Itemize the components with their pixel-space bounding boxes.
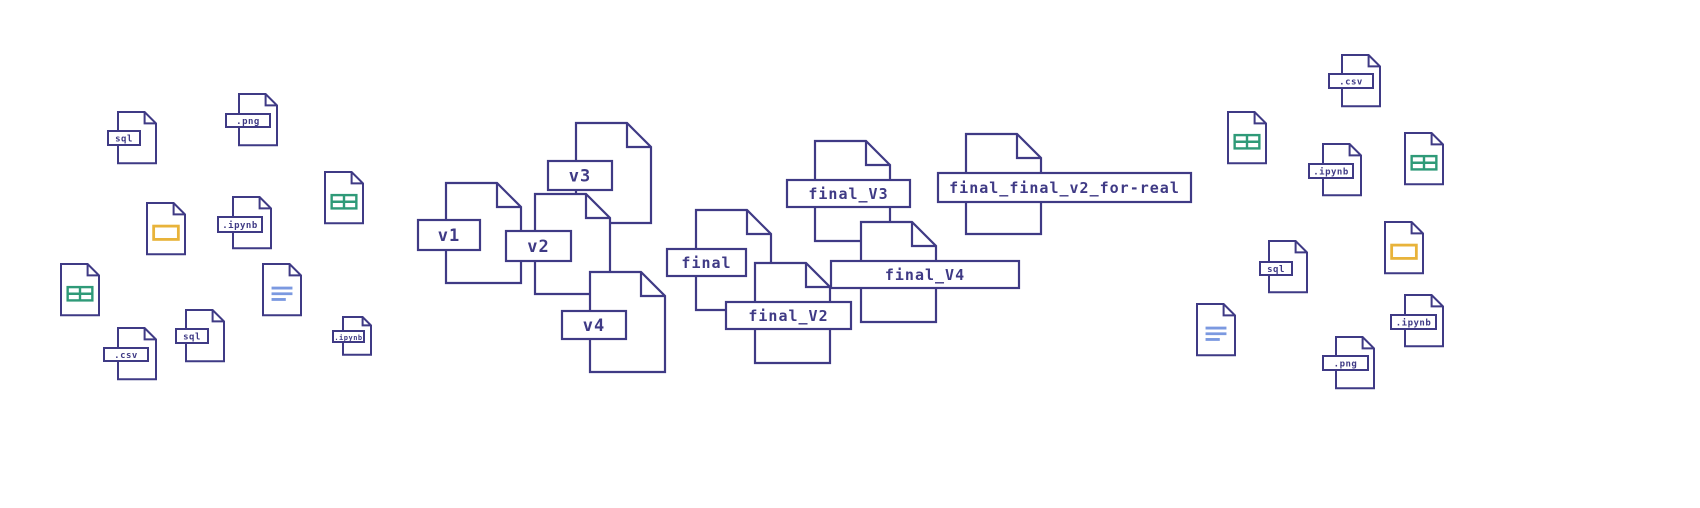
final-v4-file: final_V4 xyxy=(829,220,1021,324)
v1-file: v1 xyxy=(416,181,523,285)
final-final-file: final_final_v2_for-real xyxy=(936,132,1193,236)
file-extension-label: sql xyxy=(115,135,133,145)
version-label: v3 xyxy=(569,167,591,187)
spreadsheet-file xyxy=(60,263,100,317)
sql-file: sql xyxy=(107,111,157,165)
version-label: final xyxy=(681,254,731,272)
spreadsheet-file xyxy=(1404,132,1444,186)
file-extension-label: .png xyxy=(1334,360,1358,370)
file-extension-label: .csv xyxy=(114,351,138,361)
csv-file: .csv xyxy=(103,327,157,381)
version-label: final_V2 xyxy=(748,307,828,325)
png-file: .png xyxy=(1322,336,1375,390)
version-label: final_V3 xyxy=(808,185,888,203)
image-file xyxy=(146,202,186,256)
version-label: v1 xyxy=(438,226,460,246)
image-file xyxy=(1384,221,1424,275)
file-extension-label: .ipynb xyxy=(1313,167,1349,178)
ipynb-file: .ipynb xyxy=(1390,294,1444,348)
final-file: final xyxy=(665,208,773,312)
version-label: final_V4 xyxy=(885,266,965,284)
sql-file: sql xyxy=(1259,240,1308,294)
version-label: v2 xyxy=(527,237,549,257)
v4-file: v4 xyxy=(560,270,667,374)
document-file xyxy=(1196,303,1236,357)
sql-file: sql xyxy=(175,309,225,363)
v2-file: v2 xyxy=(504,192,612,296)
file-extension-label: sql xyxy=(183,333,201,343)
ipynb-file: .ipynb xyxy=(1308,143,1362,197)
spreadsheet-file xyxy=(1227,111,1267,165)
file-extension-label: .png xyxy=(236,117,260,127)
v3-file: v3 xyxy=(546,121,653,225)
final-v2-file: final_V2 xyxy=(724,261,853,365)
version-label: final_final_v2_for-real xyxy=(949,179,1180,197)
document-file xyxy=(262,263,302,317)
file-extension-label: .ipynb xyxy=(1396,318,1432,329)
png-file: .png xyxy=(225,93,278,147)
version-label: v4 xyxy=(583,316,605,336)
final-v3-file: final_V3 xyxy=(785,139,912,243)
ipynb-file: .ipynb xyxy=(332,316,372,356)
file-extension-label: .ipynb xyxy=(334,334,362,342)
file-extension-label: .ipynb xyxy=(222,220,258,231)
spreadsheet-file xyxy=(324,171,364,225)
file-extension-label: .csv xyxy=(1339,78,1363,88)
ipynb-file: .ipynb xyxy=(217,196,272,250)
file-extension-label: sql xyxy=(1267,265,1285,275)
csv-file: .csv xyxy=(1328,54,1381,108)
